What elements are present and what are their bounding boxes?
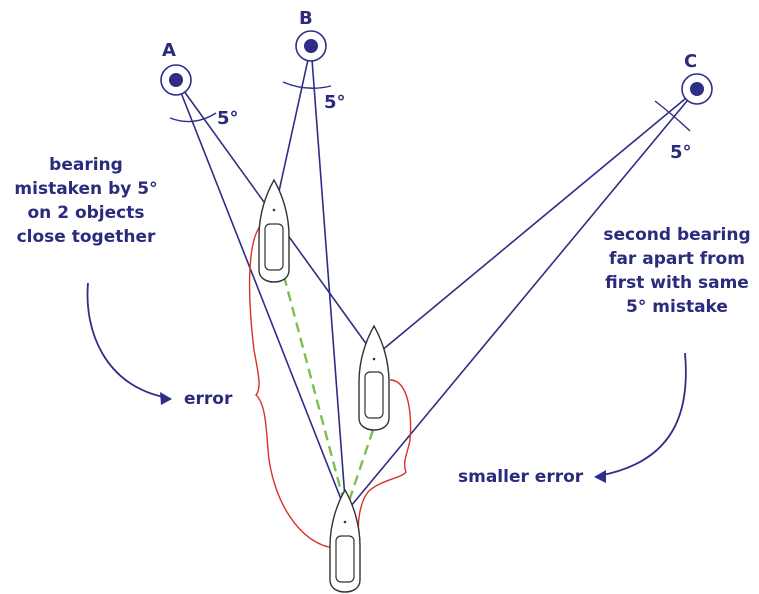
left-note-line-2: mistaken by 5°: [14, 179, 157, 199]
boat-lower: [329, 488, 361, 593]
angle-arc-a: [169, 112, 217, 123]
left-note-line-4: close together: [17, 227, 156, 247]
angle-label-a: 5°: [217, 108, 239, 129]
fix-connector-upper: [282, 275, 348, 511]
angle-label-c: 5°: [670, 142, 692, 163]
left-note: bearing mistaken by 5° on 2 objects clos…: [14, 155, 157, 247]
landmark-a-label: A: [162, 40, 176, 61]
landmark-b-label: B: [299, 8, 313, 29]
angle-arc-b: [282, 81, 332, 89]
bearing-lines: [175, 45, 698, 513]
pointer-arrows: [86, 282, 687, 477]
boat-upper-mast: [272, 208, 276, 212]
landmark-b-dot: [304, 39, 318, 53]
error-brace-small: [357, 379, 412, 541]
left-note-line-3: on 2 objects: [28, 203, 145, 223]
bearing-line-c-to-boat-middle: [374, 88, 698, 357]
bearing-line-b-to-boat-bottom: [310, 45, 347, 513]
right-note-line-1: second bearing: [603, 225, 750, 245]
smaller-error-arrow: [597, 352, 687, 477]
error-label: error: [184, 389, 233, 409]
landmark-c-label: C: [684, 51, 697, 72]
right-note-line-4: 5° mistake: [626, 297, 728, 317]
bearing-line-c-to-boat-bottom: [345, 88, 698, 513]
boat-middle-cockpit: [364, 371, 384, 419]
landmark-c: [681, 73, 713, 105]
bearing-line-b-to-boat-upper: [273, 45, 312, 215]
fix-connector-middle: [344, 429, 375, 511]
landmark-a: [160, 64, 192, 96]
landmark-a-dot: [169, 73, 183, 87]
boat-middle-mast: [372, 357, 376, 361]
bearing-line-a-to-boat-bottom: [175, 79, 347, 513]
fix-connectors: [282, 275, 375, 511]
boat-lower-cockpit: [335, 535, 355, 583]
left-note-line-1: bearing: [49, 155, 123, 175]
error-brace-large: [248, 223, 336, 549]
smaller-error-label: smaller error: [458, 467, 584, 487]
angle-label-b: 5°: [324, 92, 346, 113]
boat-lower-mast: [343, 520, 347, 524]
smaller-error-arrow-head: [594, 470, 606, 483]
boat-upper: [258, 178, 290, 283]
angle-arcs: [169, 81, 691, 132]
landmark-b: [295, 30, 327, 62]
landmark-c-dot: [690, 82, 704, 96]
error-arrow-head: [160, 392, 172, 405]
right-note: second bearing far apart from first with…: [603, 225, 750, 317]
error-arrow: [86, 282, 169, 399]
boat-middle: [358, 324, 390, 431]
error-braces: [248, 223, 412, 549]
boat-upper-cockpit: [264, 223, 284, 271]
angle-arc-c: [654, 100, 691, 132]
right-note-line-2: far apart from: [609, 249, 745, 269]
right-note-line-3: first with same: [605, 273, 749, 293]
